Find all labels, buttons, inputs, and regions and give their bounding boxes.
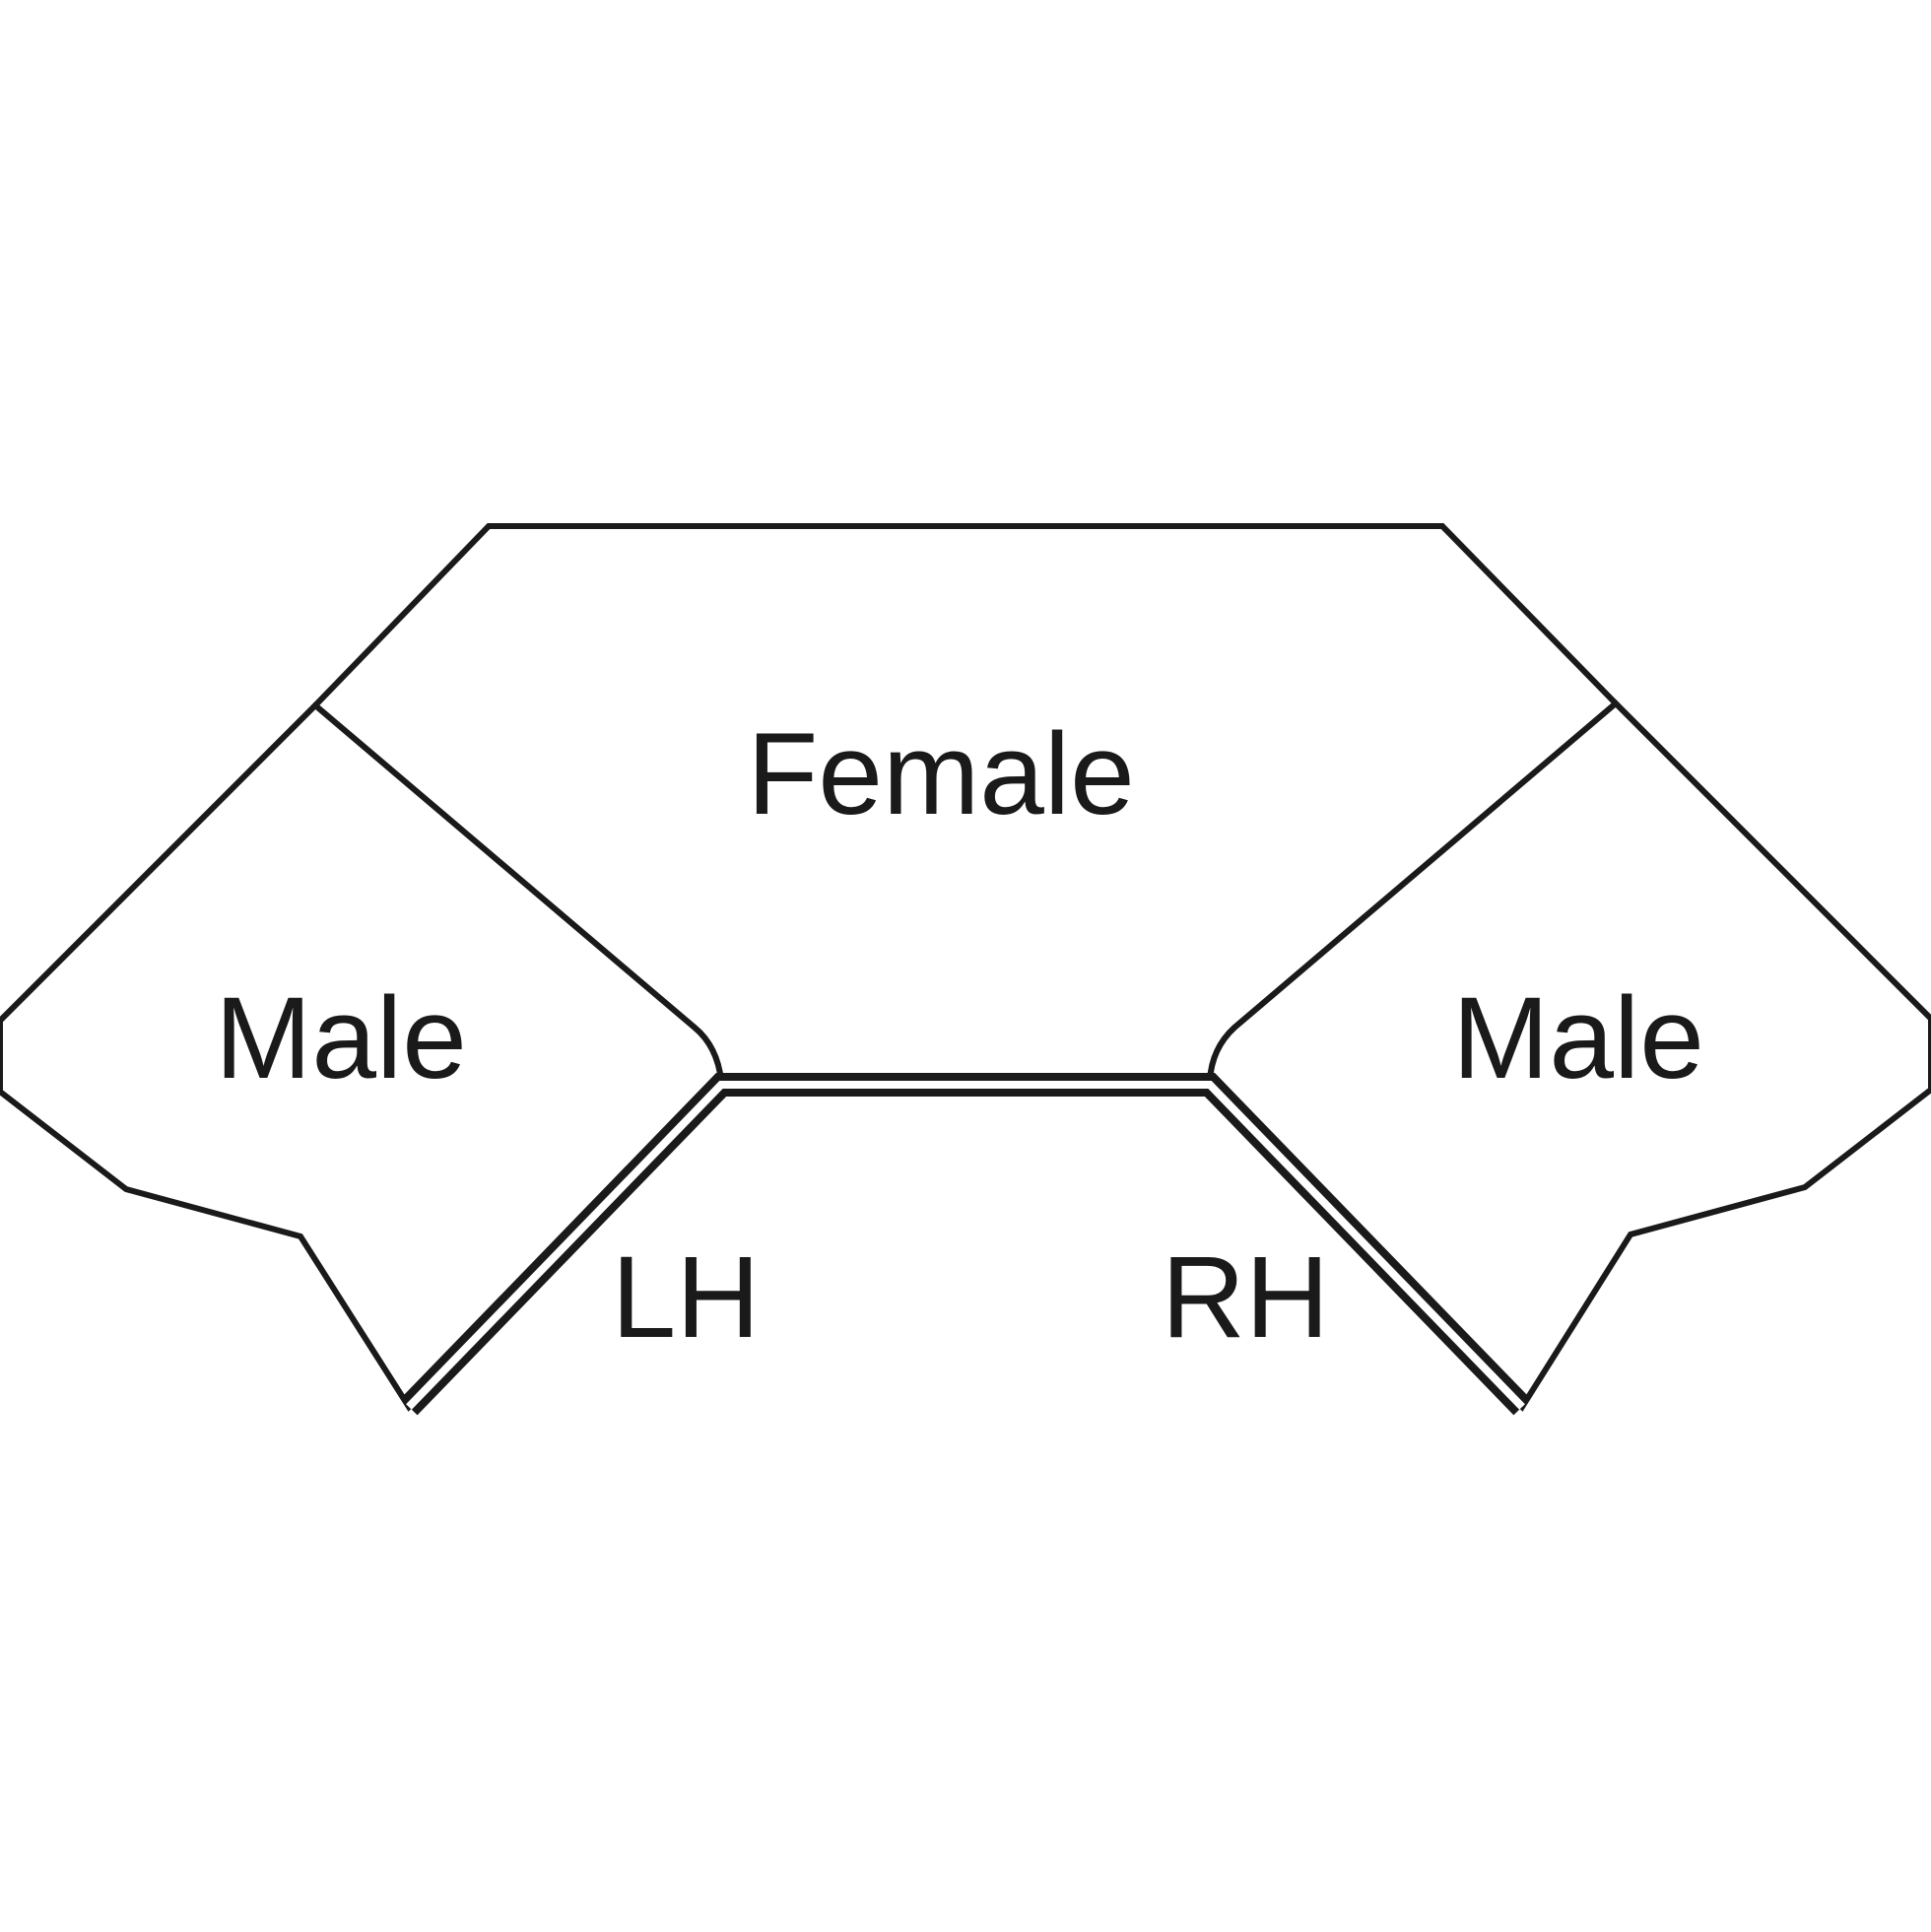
male-right-section <box>1206 699 1931 1412</box>
female-label: Female <box>747 709 1134 839</box>
lh-label: LH <box>612 1232 761 1363</box>
rh-label: RH <box>1162 1232 1329 1363</box>
male-right-label: Male <box>1452 973 1704 1103</box>
male-left-label: Male <box>215 973 467 1103</box>
connector-band-inner <box>406 1081 1525 1410</box>
male-left-section <box>0 700 725 1412</box>
